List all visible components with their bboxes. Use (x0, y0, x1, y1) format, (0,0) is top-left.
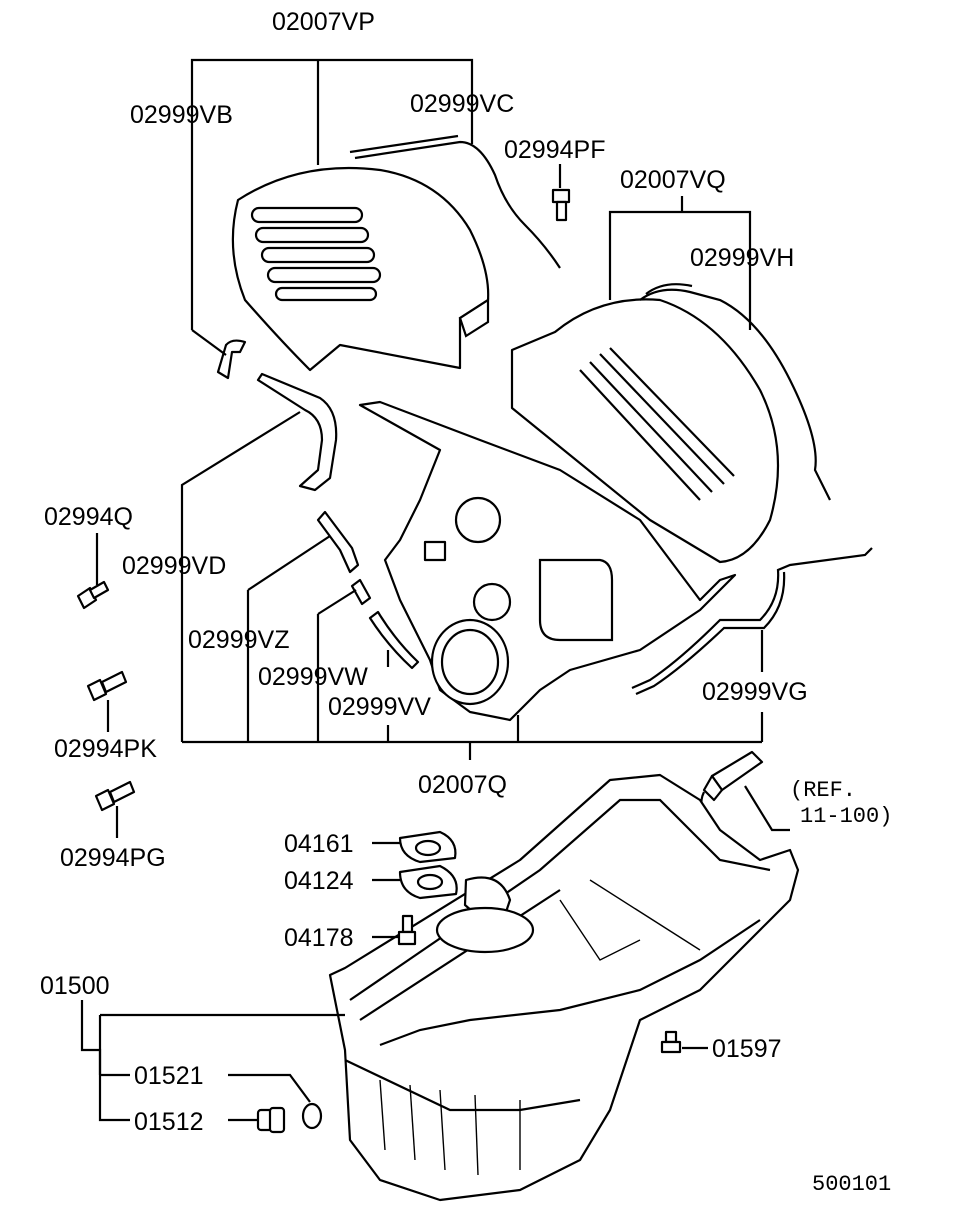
label-02999vh: 02999VH (690, 244, 794, 272)
seal-02999vd (256, 372, 338, 492)
ref-line-2: 11-100) (800, 804, 892, 829)
label-01521: 01521 (134, 1062, 204, 1090)
label-02999vb: 02999VB (130, 101, 233, 129)
drain-plug-01512 (256, 1106, 286, 1134)
seal-02999vc (354, 140, 561, 269)
bolt-01597 (660, 1030, 682, 1054)
seal-02999vb (216, 339, 247, 380)
label-02994pk: 02994PK (54, 735, 157, 763)
label-02007vp: 02007VP (272, 8, 375, 36)
bolt-02994pk (86, 670, 128, 702)
bolt-04178 (397, 914, 417, 946)
ref-line-1: (REF. (790, 778, 856, 803)
label-04178: 04178 (284, 924, 354, 952)
seal-02999vz (316, 510, 360, 574)
label-02999vd: 02999VD (122, 552, 226, 580)
label-02007q: 02007Q (418, 771, 507, 799)
leader-lines (80, 58, 790, 1122)
rear-timing-plate (358, 400, 737, 722)
bolt-02994pg (94, 780, 136, 812)
label-04161: 04161 (284, 830, 354, 858)
label-02999vv: 02999VV (328, 693, 431, 721)
bolt-02994q (76, 580, 110, 610)
label-02994q: 02994Q (44, 503, 133, 531)
label-02999vg: 02999VG (702, 678, 808, 706)
seal-02999vw (350, 578, 372, 606)
label-02999vw: 02999VW (258, 663, 368, 691)
label-04124: 04124 (284, 867, 354, 895)
oil-pan (328, 773, 800, 1202)
label-02007vq: 02007VQ (620, 166, 726, 194)
oil-strainer (435, 876, 535, 954)
gasket-04161 (398, 830, 457, 864)
diagram-id: 500101 (812, 1172, 891, 1197)
gasket-01521 (301, 1102, 323, 1130)
label-02999vc: 02999VC (410, 90, 514, 118)
lower-timing-cover (510, 298, 780, 564)
label-01597: 01597 (712, 1035, 782, 1063)
upper-timing-cover (231, 166, 490, 372)
bolt-02994pf (551, 188, 571, 222)
label-01512: 01512 (134, 1108, 204, 1136)
flange-04124 (398, 864, 458, 900)
label-02994pf: 02994PF (504, 136, 605, 164)
label-02994pg: 02994PG (60, 844, 166, 872)
label-01500: 01500 (40, 972, 110, 1000)
seal-02999vh (639, 288, 831, 501)
seal-02999vg (631, 547, 873, 690)
seal-02999vv (368, 610, 420, 670)
label-02999vz: 02999VZ (188, 626, 289, 654)
